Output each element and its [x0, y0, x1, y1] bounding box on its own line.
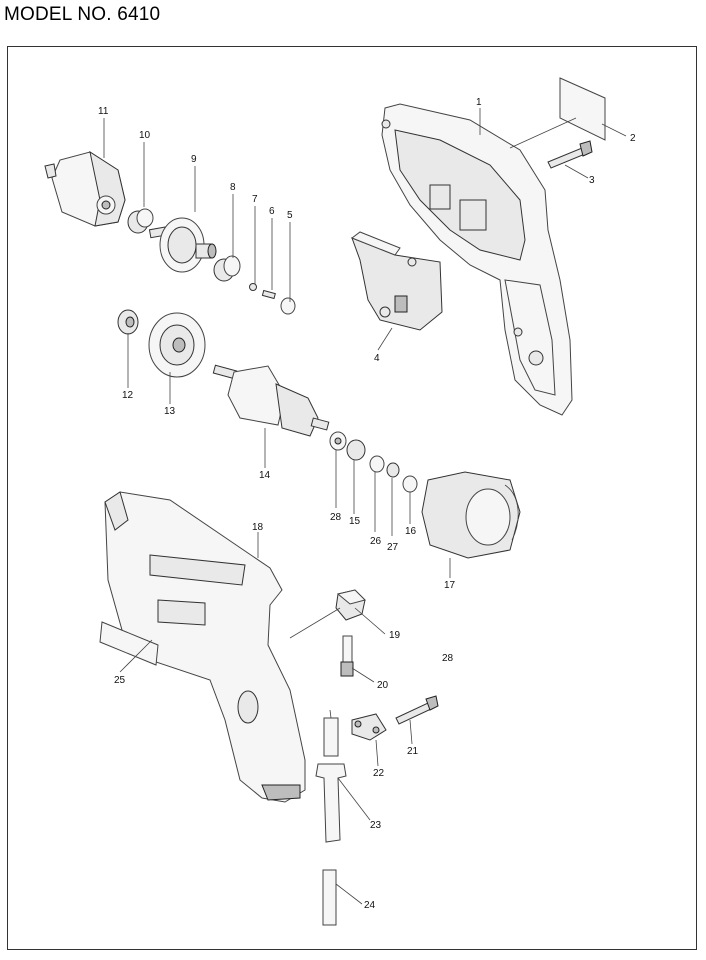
part-label-25: 25 [114, 675, 126, 686]
washer-26 [369, 455, 385, 473]
sleeve-10 [127, 208, 154, 234]
part-label-6: 6 [269, 206, 275, 217]
ring-27 [386, 462, 400, 478]
warning-label [99, 621, 159, 666]
strain-relief [315, 709, 347, 843]
model-title: MODEL NO. 6410 [4, 4, 161, 25]
part-label-19: 19 [389, 630, 401, 641]
part-label-4: 4 [374, 353, 380, 364]
felt-ring-5 [280, 297, 296, 315]
pin-6 [261, 289, 276, 300]
spindle-gear [148, 217, 217, 273]
brush-holder [335, 589, 366, 621]
motor-housing [104, 491, 306, 803]
power-cord [322, 869, 337, 926]
housing-half [381, 103, 573, 416]
part-label-9: 9 [191, 154, 197, 165]
part-label-12: 12 [122, 390, 134, 401]
diagram-frame [7, 46, 697, 950]
name-plate [559, 77, 606, 141]
part-label-8: 8 [230, 182, 236, 193]
part-label-24: 24 [364, 900, 376, 911]
part-label-13: 13 [164, 406, 176, 417]
part-label-27: 27 [387, 542, 399, 553]
part-label-2: 2 [630, 133, 636, 144]
carbon-brush [340, 635, 354, 677]
field-coil [421, 471, 521, 559]
part-label-15: 15 [349, 516, 361, 527]
bearing-8 [213, 255, 241, 282]
leader-lines [103, 108, 627, 905]
part-label-23: 23 [370, 820, 382, 831]
part-label-26: 26 [370, 536, 382, 547]
ball-7 [249, 283, 257, 291]
drill-chuck [44, 150, 126, 227]
part-label-11: 11 [98, 106, 109, 117]
part-label-28-extra: 28 [442, 653, 454, 664]
part-label-5: 5 [287, 210, 293, 221]
part-label-21: 21 [407, 746, 419, 757]
bearing-15 [346, 439, 366, 461]
housing-screw [547, 140, 593, 169]
part-label-28-washer: 28 [330, 512, 342, 523]
armature [212, 364, 330, 437]
part-number-labels: 1 2 3 4 5 6 7 8 9 10 11 12 13 14 15 16 1… [98, 97, 636, 911]
part-label-10: 10 [139, 130, 151, 141]
cord-clamp-screw [395, 695, 439, 725]
washer-28 [329, 431, 347, 451]
ball-bearing-12 [117, 309, 139, 335]
cord-clamp [351, 713, 387, 741]
part-label-3: 3 [589, 175, 595, 186]
part-label-1: 1 [476, 97, 482, 108]
part-label-7: 7 [252, 194, 258, 205]
part-label-22: 22 [373, 768, 385, 779]
part-label-17: 17 [444, 580, 456, 591]
part-label-14: 14 [259, 470, 271, 481]
helical-gear-13 [148, 312, 206, 378]
insulation-washer-16 [402, 475, 418, 493]
part-label-20: 20 [377, 680, 389, 691]
switch-assembly [350, 231, 443, 331]
part-label-16: 16 [405, 526, 417, 537]
part-label-18: 18 [252, 522, 264, 533]
